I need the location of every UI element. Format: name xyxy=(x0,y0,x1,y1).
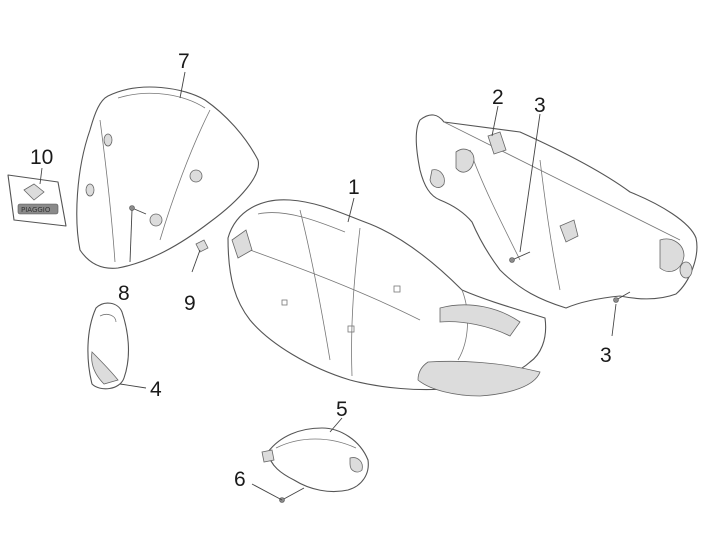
part-10-badge: PIAGGIO xyxy=(7,174,67,227)
callout-4: 4 xyxy=(150,378,162,401)
part-3-screw-upper xyxy=(509,251,531,263)
part-9-clip xyxy=(195,239,209,253)
callout-5: 5 xyxy=(336,398,348,421)
part-7-windscreen xyxy=(76,86,259,269)
part-2-handlebar-rear-cover xyxy=(415,114,698,309)
callout-7: 7 xyxy=(178,50,190,73)
callout-6: 6 xyxy=(234,468,246,491)
callout-2: 2 xyxy=(492,86,504,109)
callout-10: 10 xyxy=(30,146,53,169)
leader-lines xyxy=(39,71,617,501)
part-5-lower-cover xyxy=(261,427,369,493)
callout-labels: 7 10 8 9 1 2 3 3 4 5 6 xyxy=(30,50,612,491)
badge-label: PIAGGIO xyxy=(21,206,51,214)
part-6-screw xyxy=(279,487,305,503)
callout-8: 8 xyxy=(118,282,130,305)
callout-3-lower: 3 xyxy=(600,344,612,367)
part-1-handlebar-cover xyxy=(227,199,547,397)
part-4-small-cover xyxy=(87,302,129,390)
callout-1: 1 xyxy=(348,176,360,199)
part-3-screw-lower xyxy=(613,291,631,303)
callout-9: 9 xyxy=(184,292,196,315)
callout-3-upper: 3 xyxy=(534,94,546,117)
